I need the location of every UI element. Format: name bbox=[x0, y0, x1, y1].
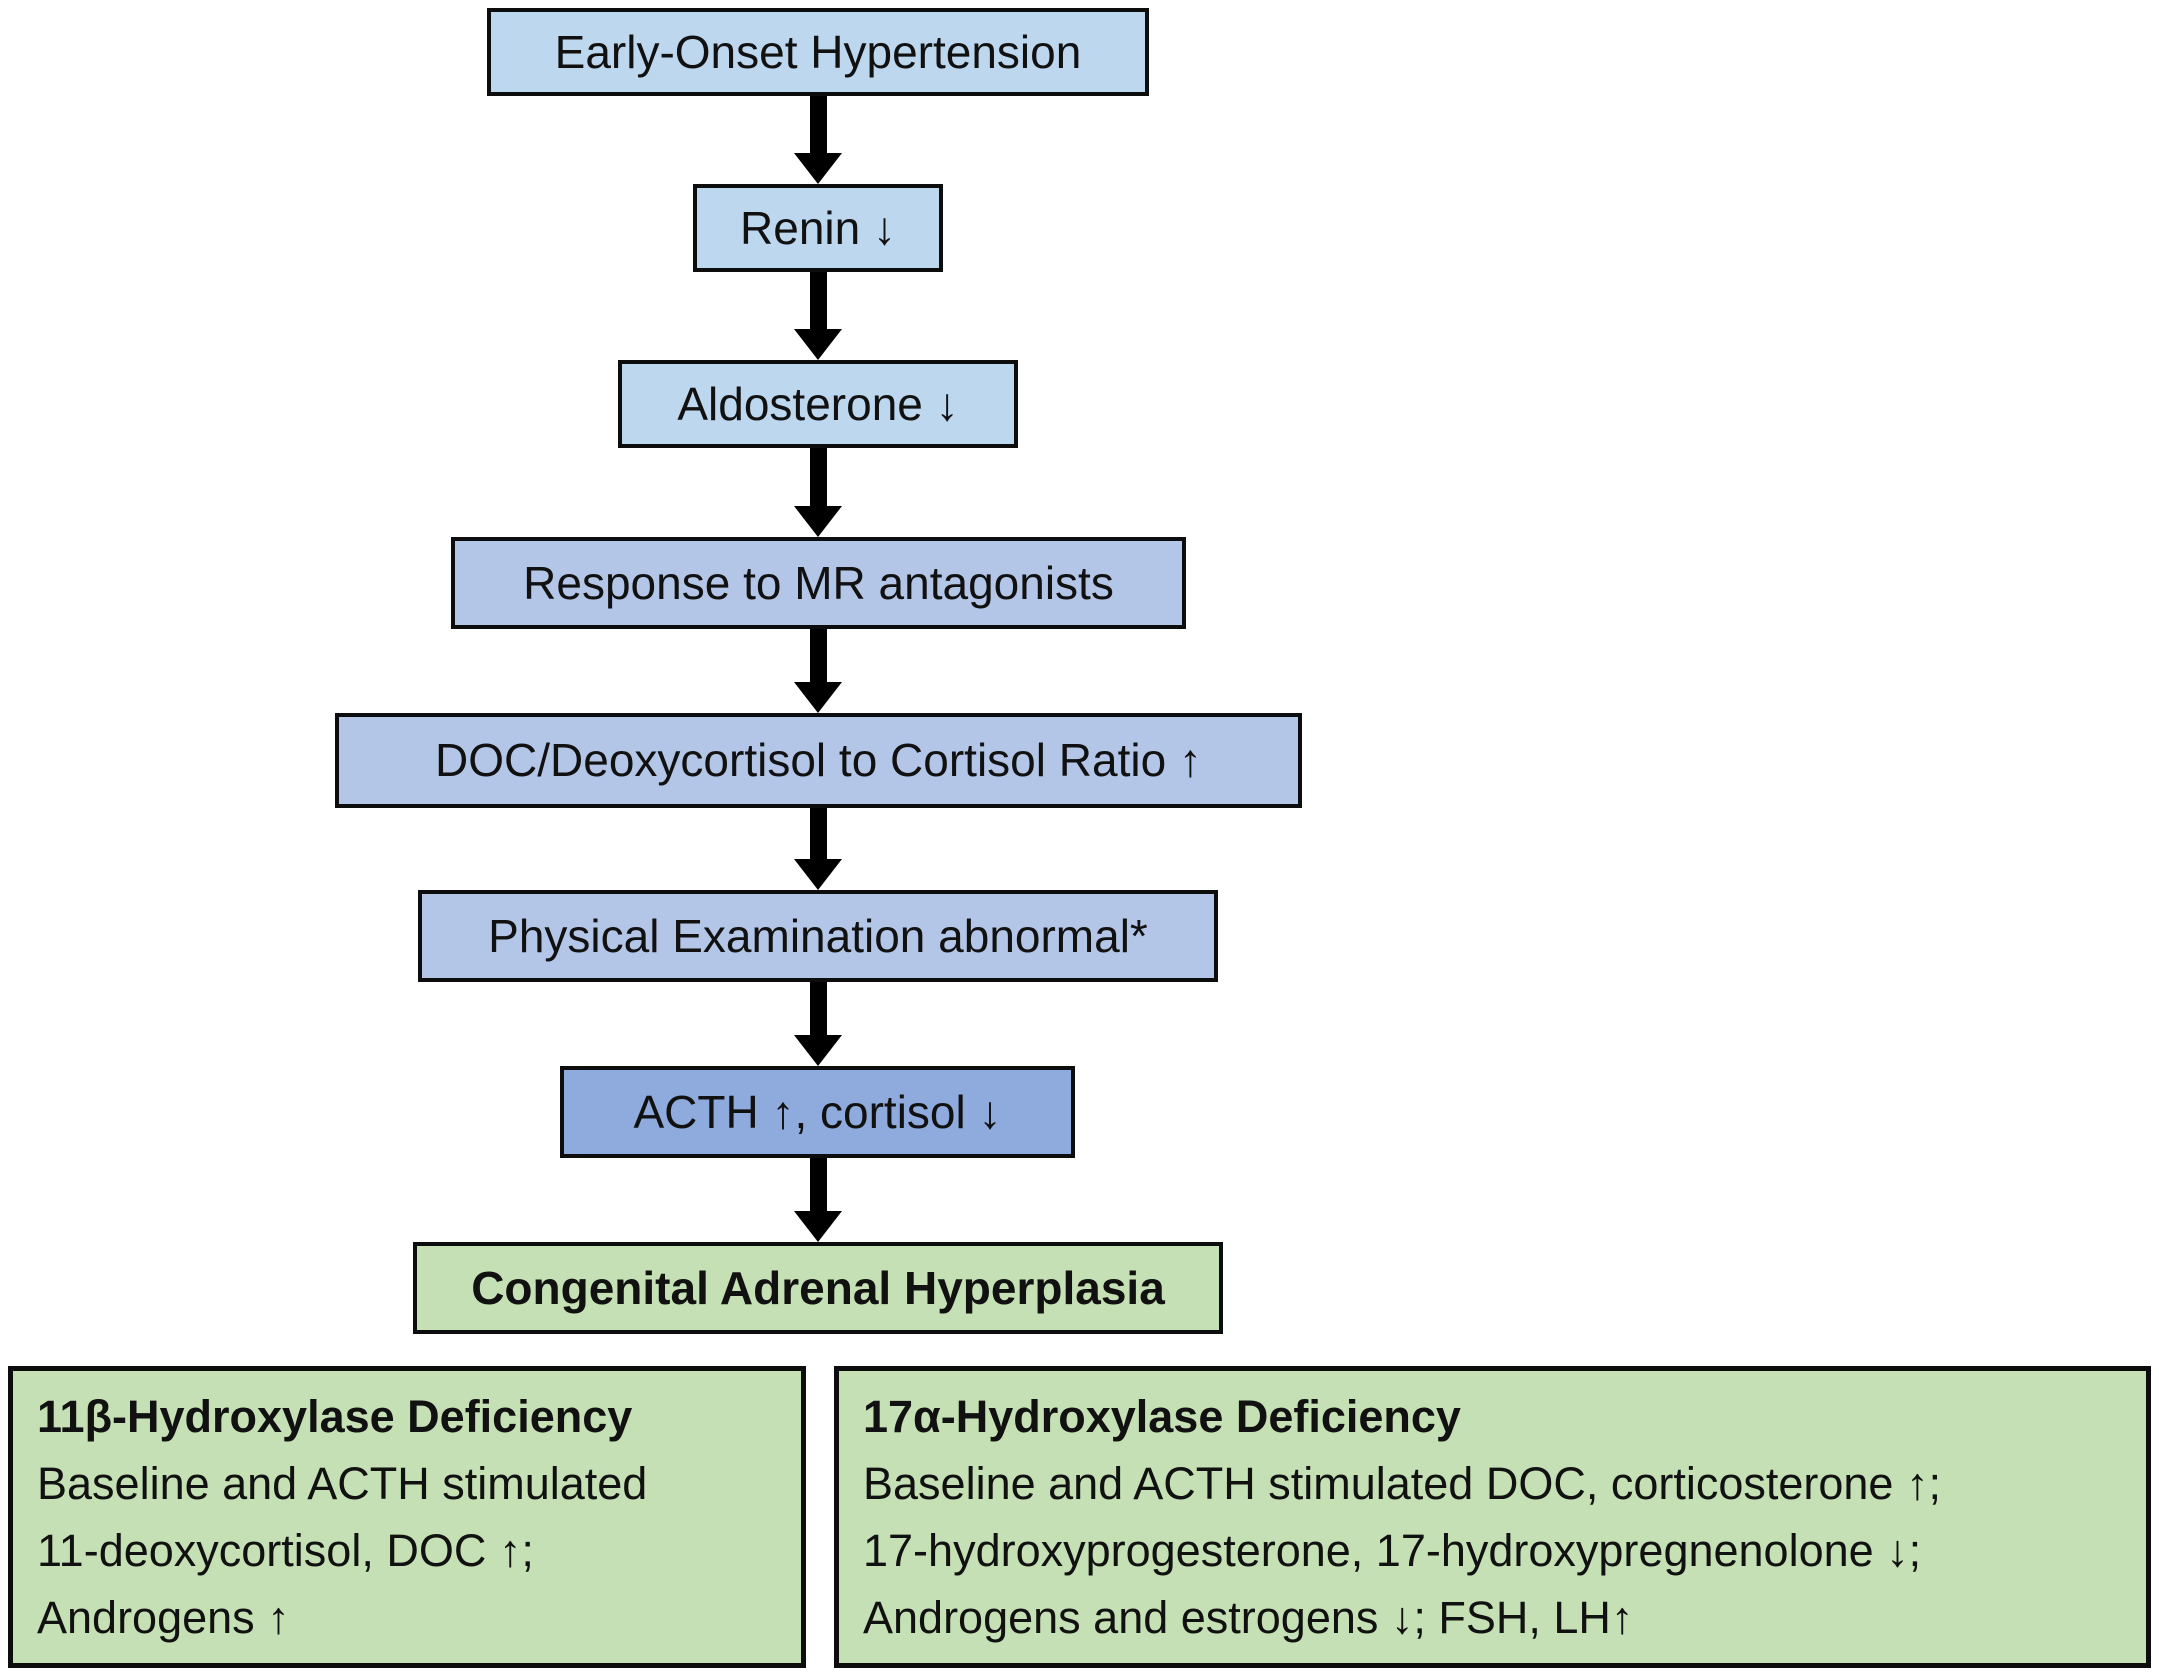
flow-node-early-onset-hypertension: Early-Onset Hypertension bbox=[487, 8, 1149, 96]
arrow-head-icon bbox=[794, 1035, 842, 1066]
branch-line: 11-deoxycortisol, DOC ↑; bbox=[37, 1525, 534, 1576]
flow-node-label: DOC/Deoxycortisol to Cortisol Ratio ↑ bbox=[435, 734, 1202, 787]
arrow-shaft bbox=[809, 448, 827, 506]
down-arrow bbox=[794, 272, 842, 360]
branch-line: Baseline and ACTH stimulated DOC, cortic… bbox=[863, 1458, 1941, 1509]
arrow-shaft bbox=[809, 808, 827, 859]
down-arrow bbox=[794, 808, 842, 890]
branch-box-17a-hydroxylase-deficiency: 17α-Hydroxylase Deficiency Baseline and … bbox=[834, 1366, 2151, 1668]
flow-node-label: Aldosterone ↓ bbox=[677, 377, 959, 430]
flow-node-mr-antagonist-response: Response to MR antagonists bbox=[451, 537, 1186, 629]
flow-node-acth-cortisol: ACTH ↑, cortisol ↓ bbox=[560, 1066, 1075, 1158]
branch-title: 17α-Hydroxylase Deficiency bbox=[863, 1391, 1461, 1442]
down-arrow bbox=[794, 629, 842, 713]
flow-node-label: Early-Onset Hypertension bbox=[554, 25, 1082, 78]
down-arrow bbox=[794, 96, 842, 184]
flow-node-label: Physical Examination abnormal* bbox=[488, 909, 1148, 962]
flow-node-renin: Renin ↓ bbox=[693, 184, 943, 272]
arrow-head-icon bbox=[794, 506, 842, 537]
arrow-shaft bbox=[809, 982, 827, 1035]
flow-node-aldosterone: Aldosterone ↓ bbox=[618, 360, 1018, 448]
flow-node-label: Response to MR antagonists bbox=[523, 556, 1114, 609]
flow-node-label: ACTH ↑, cortisol ↓ bbox=[633, 1085, 1002, 1138]
flow-node-label: Congenital Adrenal Hyperplasia bbox=[471, 1261, 1165, 1314]
branch-line: Androgens ↑ bbox=[37, 1592, 290, 1643]
branch-line: Baseline and ACTH stimulated bbox=[37, 1458, 648, 1509]
arrow-shaft bbox=[809, 272, 827, 329]
down-arrow bbox=[794, 448, 842, 537]
arrow-head-icon bbox=[794, 859, 842, 890]
flow-node-congenital-adrenal-hyperplasia: Congenital Adrenal Hyperplasia bbox=[413, 1242, 1223, 1334]
flow-node-doc-deoxycortisol-cortisol-ratio: DOC/Deoxycortisol to Cortisol Ratio ↑ bbox=[335, 713, 1302, 808]
down-arrow bbox=[794, 982, 842, 1066]
flow-node-physical-examination: Physical Examination abnormal* bbox=[418, 890, 1218, 982]
flow-node-label: Renin ↓ bbox=[740, 201, 896, 254]
down-arrow bbox=[794, 1158, 842, 1242]
arrow-head-icon bbox=[794, 153, 842, 184]
arrow-shaft bbox=[809, 1158, 827, 1211]
branch-title: 11β-Hydroxylase Deficiency bbox=[37, 1391, 633, 1442]
arrow-shaft bbox=[809, 96, 827, 153]
branch-line: Androgens and estrogens ↓; FSH, LH↑ bbox=[863, 1592, 1634, 1643]
arrow-shaft bbox=[809, 629, 827, 682]
arrow-head-icon bbox=[794, 682, 842, 713]
arrow-head-icon bbox=[794, 329, 842, 360]
arrow-head-icon bbox=[794, 1211, 842, 1242]
branch-box-11b-hydroxylase-deficiency: 11β-Hydroxylase Deficiency Baseline and … bbox=[8, 1366, 806, 1668]
branch-line: 17-hydroxyprogesterone, 17-hydroxypregne… bbox=[863, 1525, 1922, 1576]
